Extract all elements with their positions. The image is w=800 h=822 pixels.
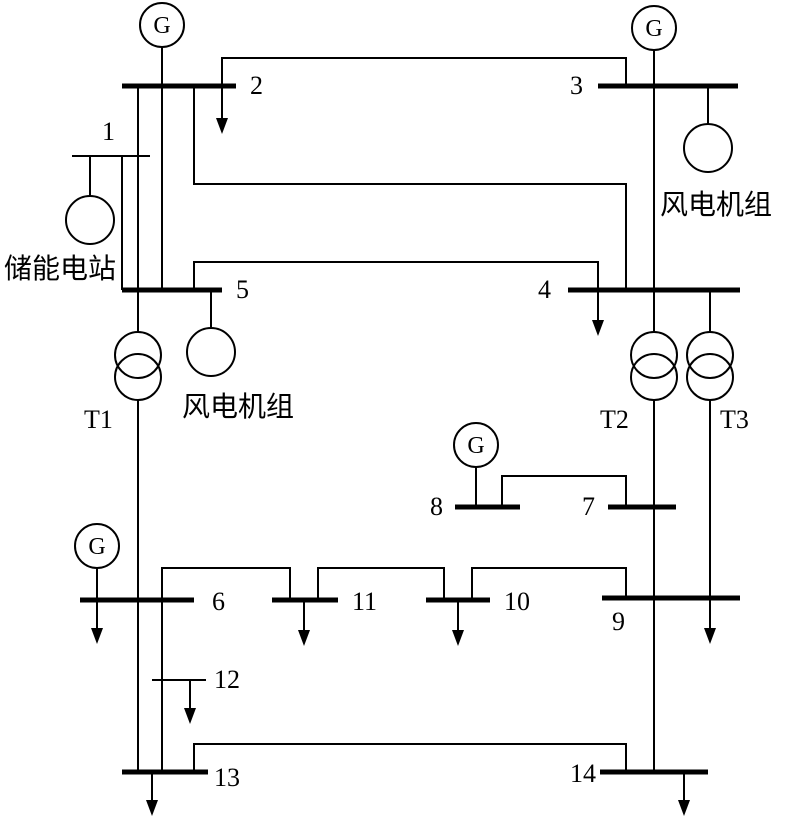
bus-10-label: 10 [504, 587, 530, 616]
line-13-14 [193, 743, 627, 772]
bus-7-label: 7 [582, 492, 595, 521]
bus-2-label: 2 [250, 71, 263, 100]
generator-bus8-label: G [467, 433, 484, 459]
generator-bus2-label: G [153, 13, 170, 39]
wind-farm-bus5-icon [186, 327, 236, 377]
transformer-t3-label: T3 [720, 405, 749, 434]
line-5-4 [193, 261, 599, 290]
generator-bus3-label: G [645, 16, 662, 42]
bus-12-label: 12 [214, 665, 240, 694]
bus-11-label: 11 [352, 587, 377, 616]
wind-farm-bus3-label: 风电机组 [660, 188, 772, 221]
bus-14-label: 14 [570, 759, 596, 788]
line-10-9 [471, 567, 627, 600]
transformer-t2-label: T2 [600, 405, 629, 434]
load-bus14-arrow-icon [678, 772, 690, 816]
load-bus10-arrow-icon [452, 600, 464, 646]
bus-8-label: 8 [430, 492, 443, 521]
load-bus12-arrow-icon [184, 680, 196, 724]
bus-13-label: 13 [214, 763, 240, 792]
line-2-3 [221, 57, 627, 86]
bus-5-label: 5 [236, 275, 249, 304]
line-8-7 [501, 475, 627, 507]
bus-4-label: 4 [538, 275, 551, 304]
bus-6-label: 6 [212, 587, 225, 616]
load-bus13-arrow-icon [146, 772, 158, 816]
wind-farm-bus5-label: 风电机组 [182, 390, 294, 423]
bus-3-label: 3 [570, 71, 583, 100]
bus-9-label: 9 [612, 607, 625, 636]
load-bus11-arrow-icon [298, 600, 310, 646]
line-6-11 [161, 567, 291, 600]
line-11-10 [317, 567, 445, 600]
storage-station-icon [65, 195, 115, 245]
load-bus6-arrow-icon [91, 600, 103, 644]
transformer-t1-label: T1 [84, 405, 113, 434]
load-bus9-arrow-icon [704, 598, 716, 644]
line-2-4 [193, 86, 627, 290]
load-bus2-arrow-icon [216, 86, 228, 134]
bus-1-label: 1 [102, 117, 115, 146]
storage-station-label: 储能电站 [4, 252, 116, 285]
generator-bus6-label: G [88, 534, 105, 560]
load-bus4-arrow-icon [592, 290, 604, 336]
wind-farm-bus3-icon [683, 123, 733, 173]
